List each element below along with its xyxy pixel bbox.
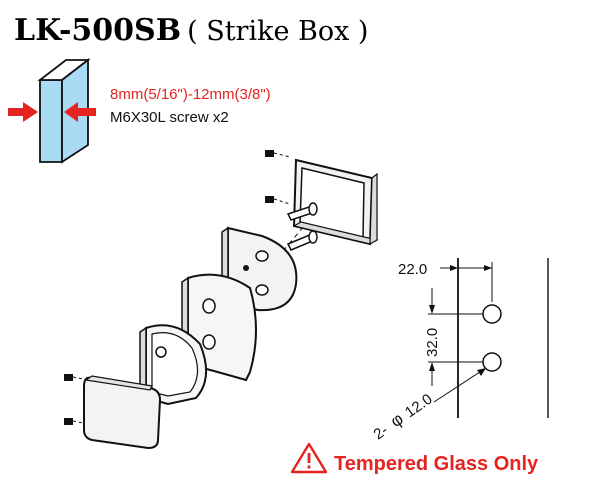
strike-box-frame <box>292 158 379 246</box>
dimension-drawing: 22.0 32.0 2-φ12.0 <box>369 258 549 443</box>
screw-spec: M6X30L screw x2 <box>110 109 229 126</box>
model-number: LK-500SB <box>14 13 181 48</box>
dim-top-offset: 22.0 <box>398 261 427 278</box>
thickness-arrow-left-icon <box>8 102 38 122</box>
front-body <box>139 324 207 406</box>
warning-triangle-icon <box>290 442 328 474</box>
screw-long-1 <box>286 202 318 221</box>
warning-text: Tempered Glass Only <box>334 453 539 475</box>
dim-hole-spacing: 32.0 <box>424 328 441 357</box>
glass-thickness-spec: 8mm(5/16")-12mm(3/8") <box>110 86 271 103</box>
dim-hole-diameter: 12.0 <box>402 391 436 422</box>
hole-upper <box>482 304 502 324</box>
svg-text:2-φ12.0: 2-φ12.0 <box>369 389 435 443</box>
screw-top-1 <box>265 150 291 158</box>
model-subtitle: ( Strike Box ) <box>187 16 368 47</box>
screw-long-2 <box>286 230 318 251</box>
svg-text:LK-500SB( Strike Box ): LK-500SB( Strike Box ) <box>14 13 368 48</box>
front-cap <box>83 375 162 450</box>
diameter-symbol: φ <box>387 409 407 431</box>
thickness-arrow-right-icon <box>64 102 96 122</box>
dim-hole-count: 2- <box>371 422 392 444</box>
screw-top-2 <box>265 196 291 205</box>
